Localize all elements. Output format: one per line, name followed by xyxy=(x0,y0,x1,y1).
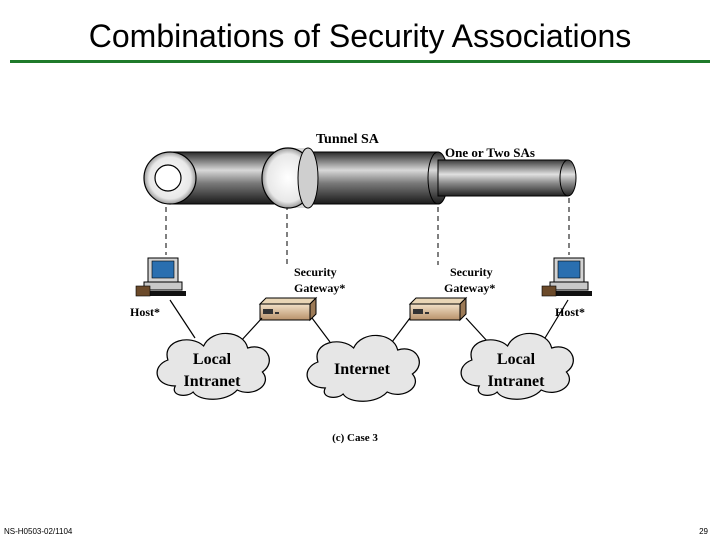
tunnel-left-opening xyxy=(143,151,197,205)
slide-title: Combinations of Security Associations xyxy=(88,18,632,54)
inner-sa-pipe xyxy=(437,159,577,197)
diagram-caption: (c) Case 3 xyxy=(332,432,378,444)
right-security-gateway xyxy=(409,297,467,321)
tunnel-gateway-ring xyxy=(261,147,319,209)
right-host-computer xyxy=(541,257,593,297)
tunnel-sa-label: Tunnel SA xyxy=(316,132,380,147)
right-cloud-label-line2: Intranet xyxy=(488,373,546,390)
left-host-label: Host* xyxy=(130,305,160,319)
internet-cloud-label: Internet xyxy=(334,361,391,378)
left-cloud-label-line1: Local xyxy=(193,351,232,368)
title-underline xyxy=(10,60,710,63)
footer-document-id: NS-H0503-02/1104 xyxy=(4,527,73,536)
left-cloud-label-line2: Intranet xyxy=(184,373,242,390)
network-links xyxy=(169,299,569,343)
right-host-label: Host* xyxy=(555,305,585,319)
left-gateway-label-line2: Gateway* xyxy=(294,281,345,295)
right-cloud-label-line1: Local xyxy=(497,351,536,368)
dashed-connectors xyxy=(165,198,570,265)
left-security-gateway xyxy=(259,297,317,321)
left-host-computer xyxy=(135,257,187,297)
footer-page-number: 29 xyxy=(699,527,708,536)
inner-sa-label: One or Two SAs xyxy=(445,145,535,160)
right-gateway-label-line2: Gateway* xyxy=(444,281,495,295)
left-gateway-label-line1: Security xyxy=(294,265,337,279)
right-gateway-label-line1: Security xyxy=(450,265,493,279)
